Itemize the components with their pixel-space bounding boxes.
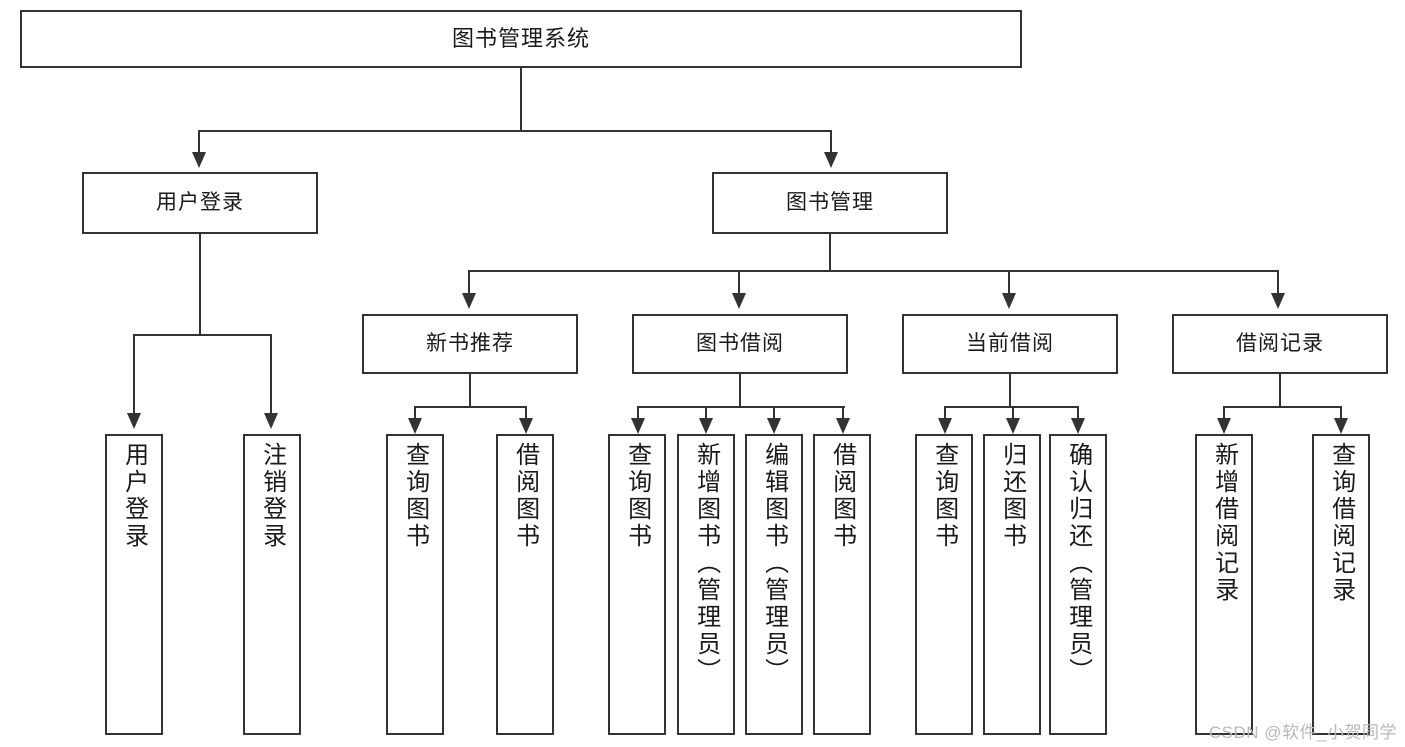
connector-book-manage-bus (468, 270, 1279, 272)
leaf-br-add-record[interactable]: 新增借阅记录 (1195, 434, 1253, 735)
arrowhead-leaf-bb-1 (631, 418, 645, 434)
connector-book-manage-drop-3 (1008, 270, 1010, 295)
leaf-bb-add-book-admin[interactable]: 新增图书（管理员） (677, 434, 735, 735)
arrowhead-leaf-bb-4 (836, 418, 850, 434)
node-label: 查询图书 (930, 442, 958, 550)
arrowhead-leaf-bb-3 (767, 418, 781, 434)
arrowhead-leaf-user-login-2 (264, 413, 278, 429)
connector-book-manage-drop-1 (468, 270, 470, 295)
connector-nbr-stem (469, 374, 471, 408)
node-current-borrow[interactable]: 当前借阅 (902, 314, 1118, 374)
leaf-nbr-query-book[interactable]: 查询图书 (386, 434, 444, 735)
leaf-bb-borrow-book[interactable]: 借阅图书 (813, 434, 871, 735)
arrowhead-leaf-br-2 (1334, 418, 1348, 434)
node-user-login[interactable]: 用户登录 (82, 172, 318, 234)
node-borrow-record[interactable]: 借阅记录 (1172, 314, 1388, 374)
connector-root-bus (198, 130, 832, 132)
node-label: 注销登录 (258, 442, 286, 550)
connector-br-drop-1 (1223, 406, 1225, 420)
arrowhead-leaf-user-login-1 (127, 413, 141, 429)
connector-root-drop-right (830, 130, 832, 155)
node-label: 借阅记录 (1236, 331, 1324, 355)
connector-user-login-stem (199, 234, 201, 335)
connector-cb-drop-1 (944, 406, 946, 420)
arrowhead-leaf-nbr-1 (408, 418, 422, 434)
connector-bb-drop-3 (773, 406, 775, 420)
connector-root-stem (520, 68, 522, 131)
arrowhead-to-new-book-recommend (462, 293, 476, 309)
leaf-br-query-record[interactable]: 查询借阅记录 (1312, 434, 1370, 735)
connector-bb-stem (739, 374, 741, 408)
node-label: 查询借阅记录 (1327, 442, 1355, 604)
leaf-cb-query-book[interactable]: 查询图书 (915, 434, 973, 735)
arrowhead-to-book-borrow (732, 293, 746, 309)
arrowhead-leaf-nbr-2 (519, 418, 533, 434)
node-new-book-recommend[interactable]: 新书推荐 (362, 314, 578, 374)
node-label: 新增图书（管理员） (692, 442, 720, 685)
node-label: 当前借阅 (966, 331, 1054, 355)
connector-bb-bus (637, 406, 845, 408)
connector-bb-drop-2 (705, 406, 707, 420)
arrowhead-to-user-login (192, 152, 206, 168)
leaf-cb-return-book[interactable]: 归还图书 (983, 434, 1041, 735)
node-label: 新增借阅记录 (1210, 442, 1238, 604)
arrowhead-leaf-cb-1 (938, 418, 952, 434)
arrowhead-to-current-borrow (1002, 293, 1016, 309)
node-book-borrow[interactable]: 图书借阅 (632, 314, 848, 374)
node-label: 图书借阅 (696, 331, 784, 355)
connector-bb-drop-4 (842, 406, 844, 420)
connector-cb-drop-3 (1077, 406, 1079, 420)
leaf-user-login-logout[interactable]: 注销登录 (243, 434, 301, 735)
leaf-nbr-borrow-book[interactable]: 借阅图书 (496, 434, 554, 735)
node-label: 图书管理 (786, 190, 874, 214)
connector-user-login-bus (133, 334, 272, 336)
arrowhead-to-book-manage (824, 152, 838, 168)
node-label: 确认归还（管理员） (1064, 442, 1092, 685)
connector-user-login-drop-1 (133, 334, 135, 415)
node-label: 用户登录 (156, 190, 244, 214)
leaf-cb-confirm-return-admin[interactable]: 确认归还（管理员） (1049, 434, 1107, 735)
node-root-system[interactable]: 图书管理系统 (20, 10, 1022, 68)
connector-br-drop-2 (1340, 406, 1342, 420)
connector-cb-drop-2 (1012, 406, 1014, 420)
arrowhead-leaf-cb-2 (1006, 418, 1020, 434)
node-label: 图书管理系统 (451, 26, 590, 52)
connector-cb-bus (944, 406, 1078, 408)
leaf-bb-edit-book-admin[interactable]: 编辑图书（管理员） (745, 434, 803, 735)
connector-book-manage-drop-4 (1277, 270, 1279, 295)
connector-book-manage-stem (829, 234, 831, 271)
connector-book-manage-drop-2 (738, 270, 740, 295)
node-label: 查询图书 (401, 442, 429, 550)
node-label: 查询图书 (623, 442, 651, 550)
csdn-watermark: CSDN @软件_小贺同学 (1208, 723, 1397, 742)
arrowhead-leaf-br-1 (1217, 418, 1231, 434)
arrowhead-to-borrow-record (1271, 293, 1285, 309)
connector-bb-drop-1 (637, 406, 639, 420)
arrowhead-leaf-cb-3 (1071, 418, 1085, 434)
connector-nbr-bus (414, 406, 527, 408)
leaf-user-login-login[interactable]: 用户登录 (105, 434, 163, 735)
arrowhead-leaf-bb-2 (699, 418, 713, 434)
node-label: 借阅图书 (828, 442, 856, 550)
node-label: 归还图书 (998, 442, 1026, 550)
connector-br-stem (1279, 374, 1281, 408)
connector-nbr-drop-2 (525, 406, 527, 420)
node-label: 借阅图书 (511, 442, 539, 550)
node-label: 新书推荐 (426, 331, 514, 355)
connector-root-drop-left (198, 130, 200, 155)
leaf-bb-query-book[interactable]: 查询图书 (608, 434, 666, 735)
connector-user-login-drop-2 (270, 334, 272, 415)
connector-br-bus (1223, 406, 1342, 408)
node-label: 用户登录 (120, 442, 148, 550)
node-book-manage[interactable]: 图书管理 (712, 172, 948, 234)
connector-cb-stem (1009, 374, 1011, 408)
connector-nbr-drop-1 (414, 406, 416, 420)
node-label: 编辑图书（管理员） (760, 442, 788, 685)
